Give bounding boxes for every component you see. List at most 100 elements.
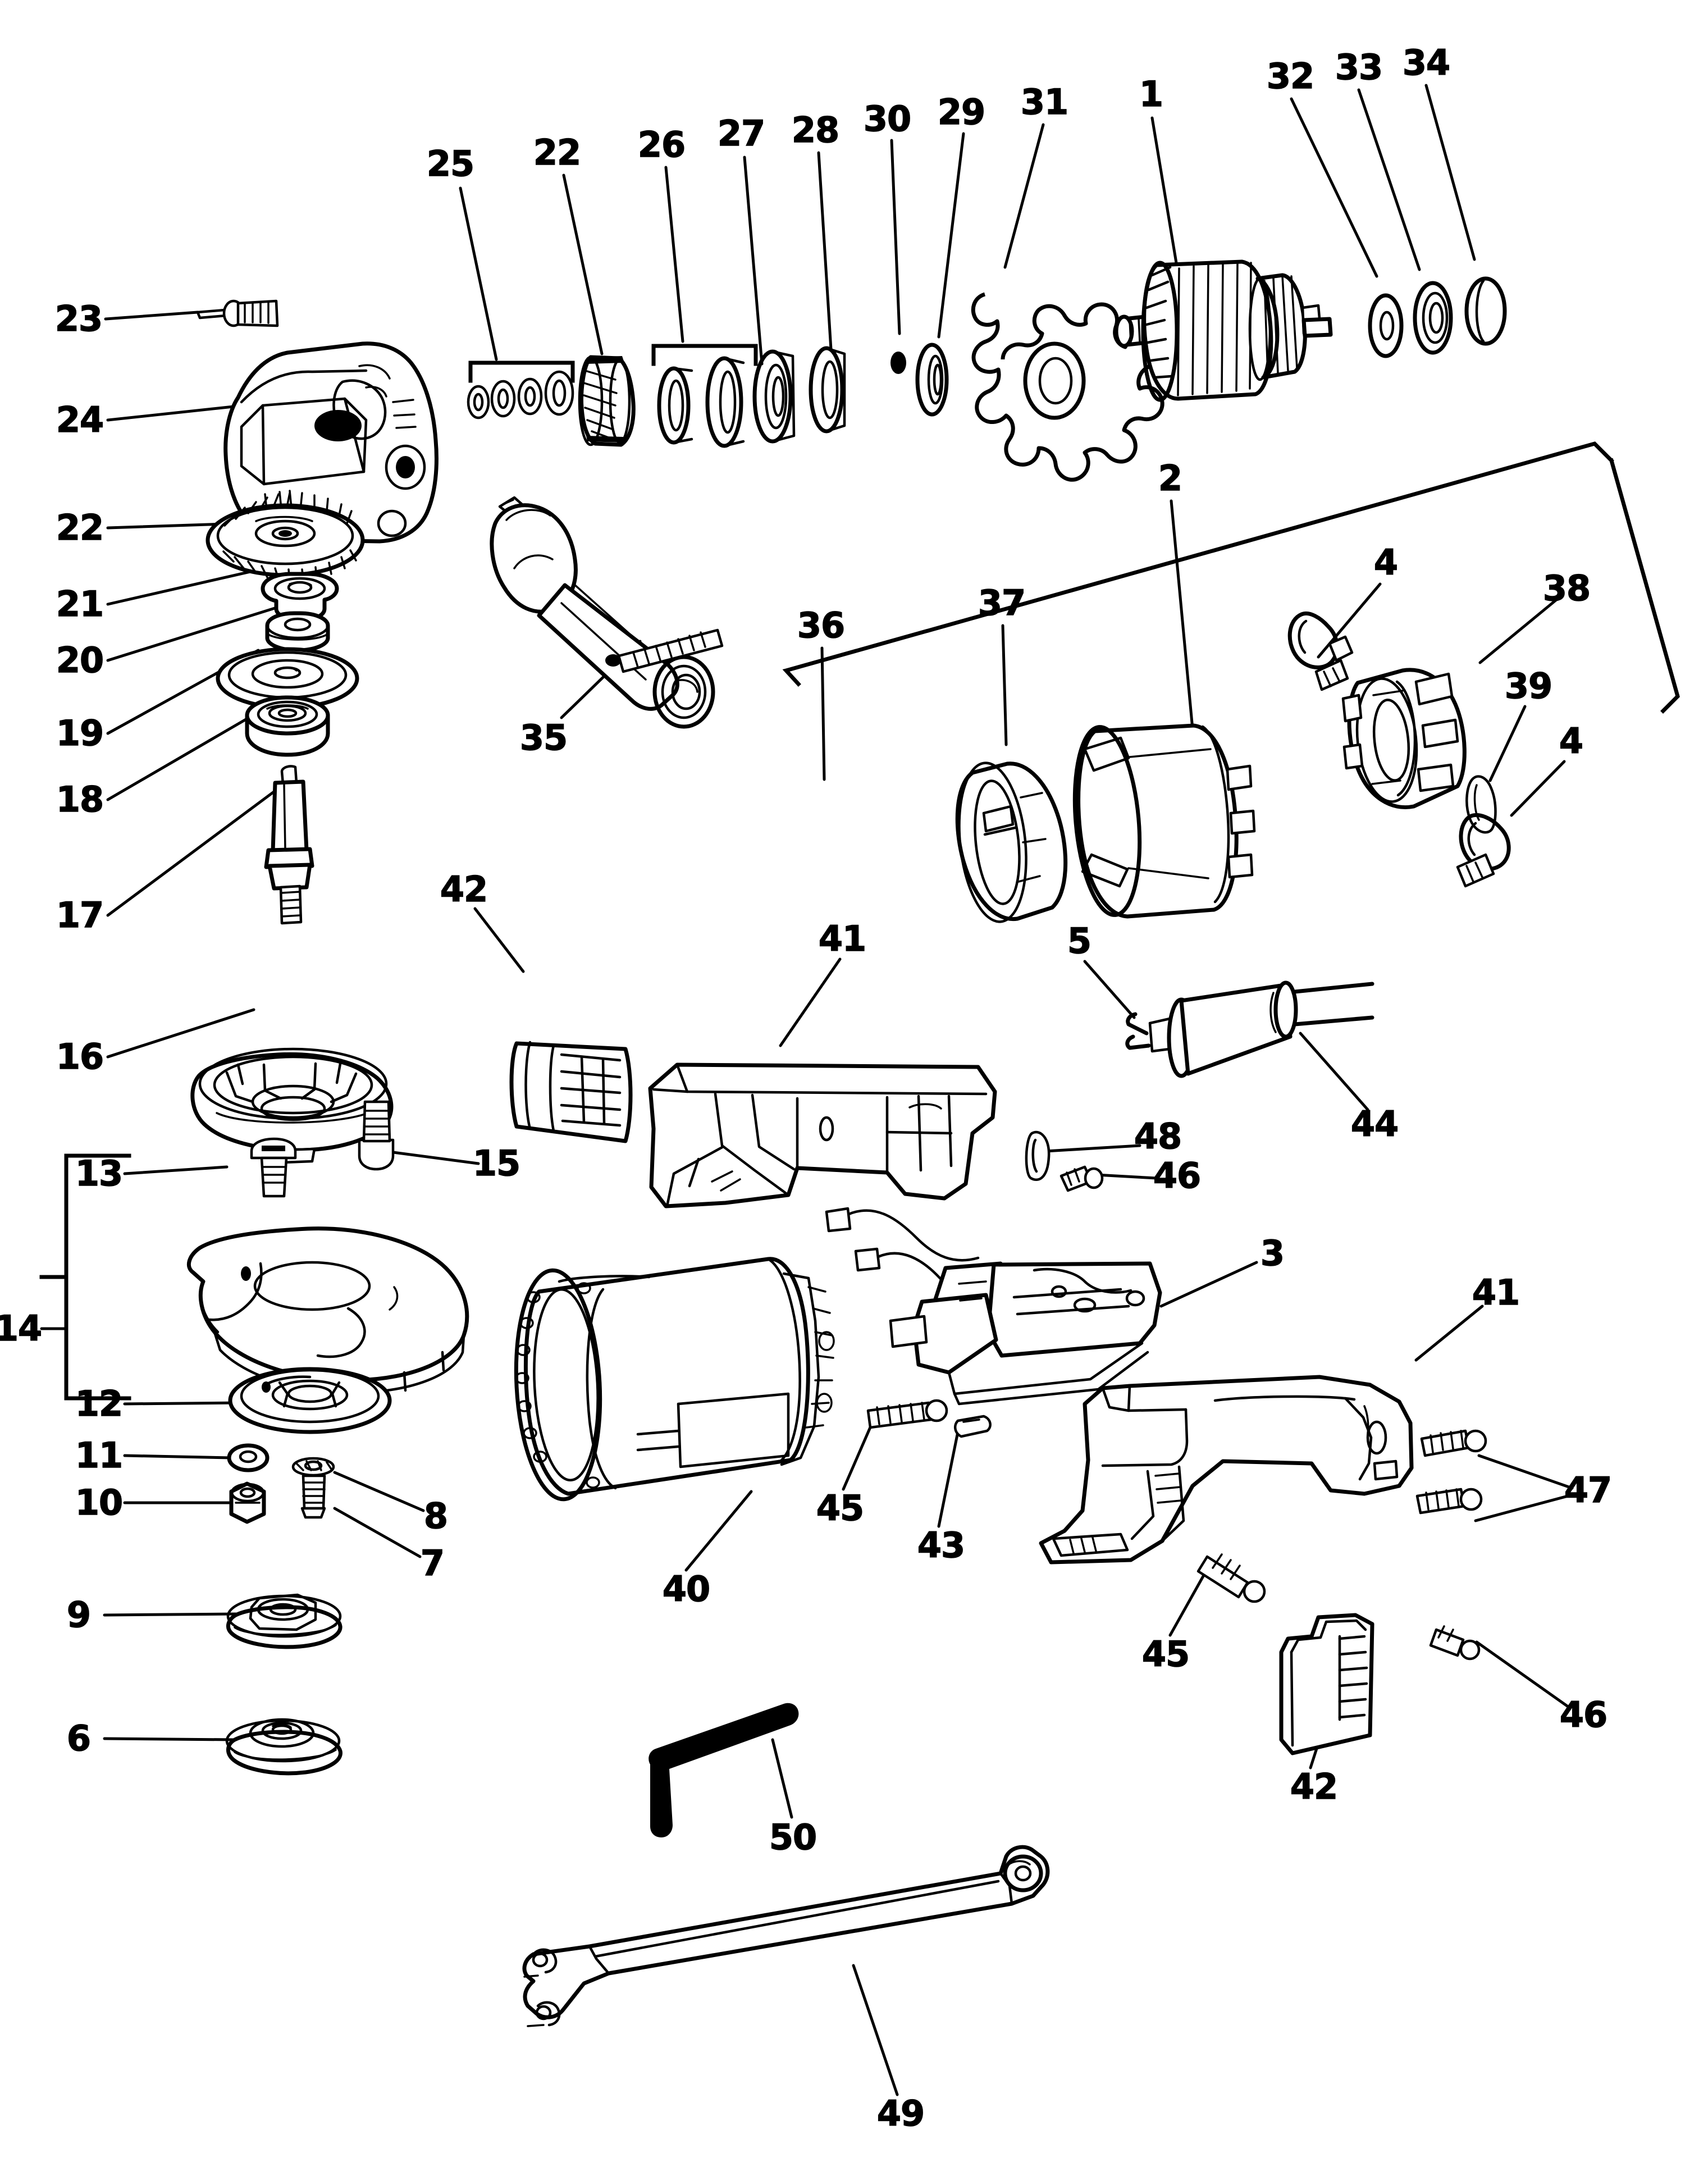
callout-number-39-terminal: 39 — [1504, 665, 1553, 706]
callout-number-11-washer: 11 — [75, 1435, 124, 1476]
part-23-screw — [196, 299, 279, 327]
leader-line-36 — [820, 646, 826, 781]
part-14-wheel-guard — [186, 1226, 469, 1394]
callout-number-29-bearing: 29 — [937, 92, 986, 133]
callout-number-42-vent-cover: 42 — [440, 869, 488, 910]
callout-number-12-guard-clamp: 12 — [75, 1383, 124, 1424]
leader-line-8 — [333, 1471, 425, 1512]
leader-line-46 — [1094, 1173, 1158, 1180]
part-42b-vent-cover — [1279, 1613, 1374, 1755]
callout-number-19-flange: 19 — [56, 713, 104, 754]
leader-line-33 — [1357, 88, 1421, 271]
callout-number-2-field-coil: 2 — [1158, 458, 1183, 499]
leader-line-2 — [1170, 499, 1194, 731]
callout-number-13-screw: 13 — [75, 1153, 124, 1194]
part-28-washer — [809, 346, 846, 434]
leader-line-50 — [771, 1738, 793, 1819]
callout-number-44-cord-protector: 44 — [1350, 1103, 1399, 1144]
part-4a-brush — [1287, 612, 1354, 691]
callout-number-10-nut: 10 — [75, 1482, 124, 1523]
callout-number-38-brush-holder-assembly: 38 — [1542, 568, 1591, 609]
leader-line-43 — [937, 1419, 962, 1528]
callout-number-31-fan: 31 — [1020, 81, 1069, 122]
callout-number-1-armature: 1 — [1139, 74, 1164, 115]
part-20-bushing — [265, 611, 330, 653]
part-38-brush-holder — [1341, 668, 1467, 809]
leader-line-13 — [123, 1165, 229, 1175]
callout-number-46-screw: 46 — [1559, 1694, 1608, 1735]
leader-line-39 — [1488, 705, 1527, 782]
part-25-washers — [467, 370, 574, 419]
leader-line-41 — [779, 957, 842, 1047]
callout-number-30-ball: 30 — [863, 98, 912, 139]
leader-line-26 — [664, 166, 684, 343]
leader-line-34 — [1424, 84, 1476, 261]
part-2-field-coil — [1072, 723, 1256, 919]
leader-line-46 — [1475, 1640, 1570, 1709]
part-13-screw — [250, 1137, 297, 1198]
bracket-25 — [468, 361, 575, 383]
part-15-screw — [358, 1100, 395, 1171]
leader-line-6 — [103, 1737, 236, 1741]
callout-number-33-bearing: 33 — [1335, 47, 1383, 88]
callout-number-43-clip: 43 — [917, 1525, 966, 1566]
part-3-switch-assembly — [825, 1207, 1162, 1406]
callout-number-35-side-handle: 35 — [519, 717, 568, 758]
part-41b-handle-half — [1039, 1375, 1414, 1565]
part-6-backing-flange — [225, 1718, 342, 1776]
part-43-clip — [953, 1415, 992, 1438]
callout-number-4-brush: 4 — [1373, 542, 1399, 583]
callout-number-22-bevel-gear: 22 — [56, 507, 104, 548]
leader-line-30 — [890, 139, 901, 335]
leader-line-16 — [106, 1008, 255, 1059]
part-32-washer — [1368, 293, 1404, 358]
callout-number-46-screw: 46 — [1153, 1155, 1202, 1196]
part-45b-screw — [1196, 1553, 1266, 1603]
part-41a-handle-half — [648, 1062, 997, 1208]
leader-line-5 — [1083, 960, 1136, 1019]
callout-number-45-screw: 45 — [816, 1488, 865, 1529]
callout-number-5-cord-lead: 5 — [1067, 920, 1092, 961]
leader-line-37 — [1001, 624, 1008, 746]
leader-line-31 — [1003, 123, 1045, 269]
part-26-bearings — [657, 356, 745, 448]
leader-line-4 — [1317, 582, 1382, 659]
callout-number-45-screw: 45 — [1141, 1634, 1190, 1675]
leader-line-12 — [123, 1401, 242, 1406]
callout-number-25-shim-washer-set: 25 — [426, 143, 475, 184]
leader-line-17 — [106, 777, 294, 917]
leader-line-27 — [743, 156, 764, 366]
part-27-bearing — [752, 349, 796, 444]
callout-number-47-screws: 47 — [1564, 1470, 1613, 1511]
callout-number-4-brush: 4 — [1559, 720, 1584, 761]
callout-number-16-spindle-housing: 16 — [56, 1036, 104, 1077]
bracket-38 — [782, 441, 1680, 714]
callout-number-50-hex-key: 50 — [769, 1817, 818, 1858]
leader-line-1 — [1150, 116, 1179, 271]
callout-number-23-screw: 23 — [54, 298, 103, 339]
part-46b-screw — [1429, 1625, 1481, 1661]
part-35-side-handle — [490, 496, 715, 729]
leader-line-29 — [937, 132, 965, 339]
part-22-pinion-gear — [578, 355, 636, 447]
callout-number-40-motor-housing: 40 — [662, 1568, 711, 1609]
leader-line-28 — [817, 151, 833, 351]
callout-number-26-bearing-set: 26 — [637, 124, 686, 165]
callout-number-18-ball-bearing: 18 — [56, 779, 104, 820]
callout-number-9-clamp-nut: 9 — [66, 1594, 92, 1635]
callout-number-36-long-screw: 36 — [797, 605, 846, 646]
leader-line-11 — [123, 1454, 233, 1460]
callout-number-48-clamp: 48 — [1134, 1116, 1182, 1157]
callout-number-41-handle-half: 41 — [818, 918, 867, 959]
callout-number-15-screw: 15 — [472, 1143, 521, 1184]
leader-line-32 — [1290, 97, 1378, 278]
leader-line-25 — [459, 186, 498, 361]
callout-number-22-pinion-gear: 22 — [533, 132, 582, 173]
leader-line-47 — [1474, 1493, 1574, 1522]
part-40-motor-housing — [514, 1257, 835, 1502]
part-7-screw — [300, 1474, 326, 1519]
part-31-fan — [971, 292, 1164, 482]
leader-line-3 — [1159, 1261, 1258, 1308]
